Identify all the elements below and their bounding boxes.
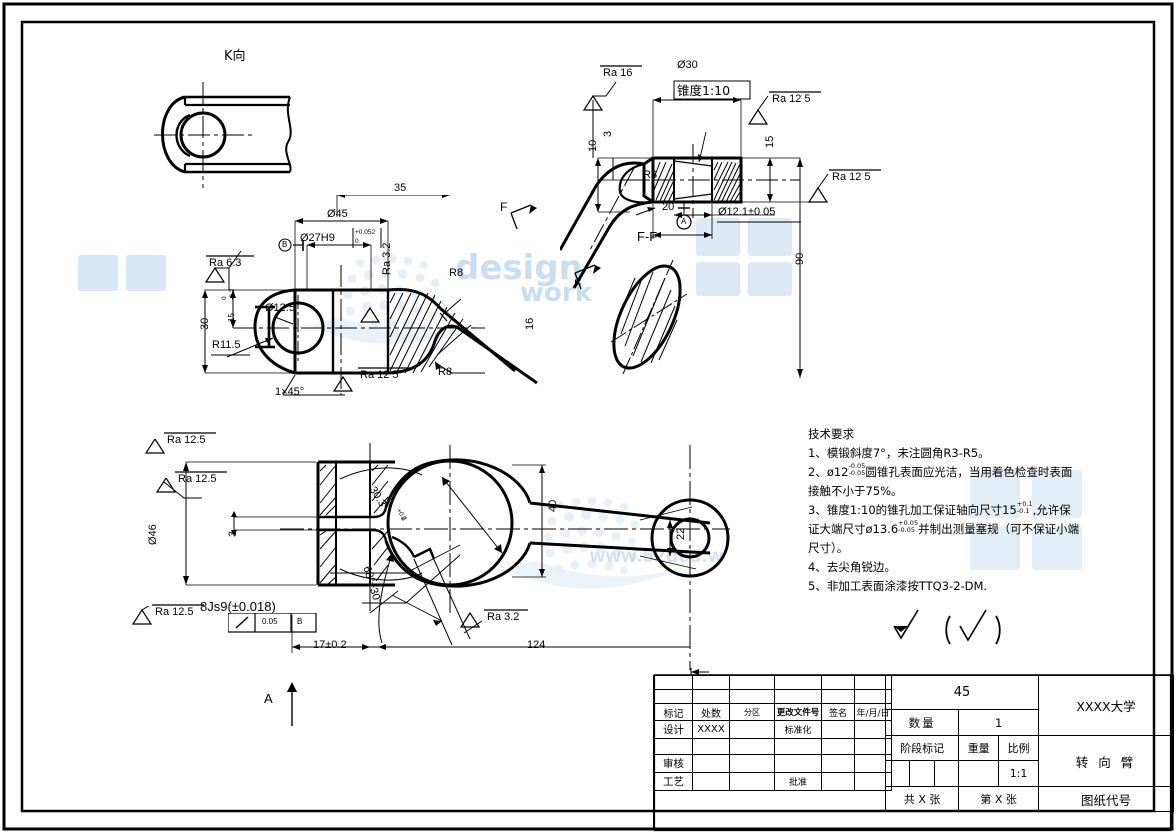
qty-label-cell: 数量 bbox=[884, 709, 960, 736]
ra125-right-label: Ra 12 5 bbox=[832, 171, 871, 183]
table-row: 阶段标记 重量 比例 转 向 臂 bbox=[884, 735, 1174, 787]
dia30-label: Ø30 bbox=[677, 59, 698, 71]
datum-a-top-label: A bbox=[681, 217, 687, 226]
drawing-code-cell: 图纸代号 bbox=[1038, 786, 1174, 812]
datum-b-label: B bbox=[282, 240, 288, 249]
ra16-label: Ra 16 bbox=[603, 67, 633, 79]
table-row: 数量 1 bbox=[884, 709, 1174, 736]
ra125-mid-label: Ra 12 5 bbox=[360, 369, 399, 381]
js9-label: 8Js9(±0.018) bbox=[200, 599, 276, 614]
d15tol-label: 15 bbox=[227, 313, 236, 322]
weight-label-cell: 重量 bbox=[958, 735, 1000, 761]
ra32-bv-label: Ra 3.2 bbox=[487, 611, 520, 623]
geometric-tolerance-frame bbox=[228, 613, 317, 633]
sheets-current-cell: 第 X 张 bbox=[958, 786, 1039, 812]
table-row bbox=[654, 675, 892, 690]
ra125-bv2-label: Ra 12.5 bbox=[178, 473, 217, 485]
dia121-label: Ø12.1±0 05 bbox=[718, 206, 776, 218]
k-view-label: K向 bbox=[224, 49, 246, 64]
stage-label-cell: 阶段标记 bbox=[884, 735, 960, 761]
d40-label: 40 bbox=[547, 499, 559, 512]
table-row: 审核 bbox=[654, 754, 892, 773]
table-row: 1:1 bbox=[884, 760, 1174, 787]
d30-label: 30 bbox=[199, 317, 211, 330]
title-block-outline bbox=[653, 668, 1173, 832]
req3-tol2: +0.05-0.05 bbox=[898, 519, 919, 534]
req3-tol1: +0.1-0.1 bbox=[1016, 500, 1033, 515]
org-cell: XXXX大学 bbox=[1038, 675, 1174, 736]
section-ff-view bbox=[610, 259, 688, 375]
table-row: 设计 XXXX 标准化 bbox=[654, 720, 892, 739]
d3-label: 3 bbox=[602, 130, 614, 137]
technical-requirements: 技术要求 1、模锻斜度7°，未注圆角R3-R5。 2、ø12-0.05-0.05… bbox=[808, 425, 1158, 596]
taper-label: 锥度1:10 bbox=[677, 83, 731, 98]
top-boss-section-view bbox=[560, 81, 829, 378]
table-row: 45 XXXX大学 bbox=[885, 675, 1174, 736]
main-title-block: 45 XXXX大学 数量 1 阶段标记 重量 比例 转 向 臂 1:1 共 X … bbox=[884, 675, 1174, 812]
req-heading: 技术要求 bbox=[808, 427, 854, 441]
r115-label: R11.5 bbox=[212, 339, 241, 351]
ra125-bv3-label: Ra 12.5 bbox=[155, 606, 194, 618]
dia27h9-label: Ø27H9 bbox=[300, 232, 335, 244]
dia46-label: Ø46 bbox=[147, 524, 159, 545]
view-arrow-a bbox=[287, 682, 297, 726]
dia27h9-lower-tol: 0 bbox=[355, 238, 359, 245]
gtol-datum: B bbox=[297, 617, 303, 626]
bottom-plan-view bbox=[183, 443, 730, 670]
dia27h9-upper-tol: +0.052 bbox=[355, 229, 376, 236]
sheets-total-cell: 共 X 张 bbox=[884, 786, 960, 812]
r8-top-label: R8 bbox=[643, 169, 658, 181]
d124-label: 124 bbox=[527, 639, 546, 651]
table-row: 共 X 张 第 X 张 图纸代号 bbox=[884, 786, 1174, 812]
d10-label: 10 bbox=[587, 139, 599, 152]
req-item-2: 2、ø12-0.05-0.05圆锥孔表面应光洁，当用着色检查时表面 bbox=[808, 462, 1073, 480]
section-marks-f bbox=[510, 204, 601, 290]
ra125-top-right-label: Ra 12 5 bbox=[772, 93, 811, 105]
d17-label: 17±0.2 bbox=[313, 639, 347, 651]
req-item-2-cont: 接触不小于75%。 bbox=[808, 484, 903, 498]
d15-label: 15 bbox=[764, 135, 776, 148]
dia45-label: Ø45 bbox=[327, 208, 348, 220]
ra32-mid-label: Ra 3.2 bbox=[381, 242, 393, 275]
d90-label: 90 bbox=[794, 252, 806, 265]
section-label-f2: F bbox=[574, 277, 582, 291]
chamfer-label: 1×45° bbox=[275, 386, 305, 398]
req-item-3-cont3: 尺寸）。 bbox=[808, 541, 849, 555]
material-cell: 45 bbox=[885, 675, 1039, 710]
dia125-label: Ø12.5 bbox=[265, 302, 295, 314]
table-row: 工艺 批准 bbox=[654, 772, 892, 791]
req-item-4: 4、去尖角锐边。 bbox=[808, 560, 896, 574]
part-name-cell: 转 向 臂 bbox=[1038, 735, 1174, 787]
general-surface-finish-note bbox=[893, 609, 1001, 645]
req-item-5: 5、非加工表面涂漆按TTQ3-2-DM. bbox=[808, 579, 988, 593]
scale-value-cell: 1:1 bbox=[998, 760, 1039, 787]
req2-tol: -0.05-0.05 bbox=[848, 462, 866, 477]
r8-lower-label: R8 bbox=[438, 366, 453, 378]
req-item-3: 3、锥度1:10的锥孔加工保证轴向尺寸15+0.1-0.1,允许保 bbox=[808, 500, 1071, 518]
ra63-label: Ra 6.3 bbox=[209, 257, 242, 269]
gtol-value: 0.05 bbox=[262, 617, 278, 626]
d35-label: 35 bbox=[394, 182, 407, 194]
section-ff-label: F-F bbox=[637, 229, 658, 244]
main-section-view bbox=[202, 195, 538, 396]
r8-mid-label: R8 bbox=[449, 267, 464, 279]
d20-label: 20 bbox=[662, 201, 675, 213]
k-direction-view bbox=[154, 82, 292, 188]
revision-table: 标记 处数 分区 更改文件号 签名 年/月/日 设计 XXXX 标准化 审核 bbox=[654, 675, 892, 791]
view-label-a: A bbox=[264, 691, 273, 706]
row2-c0: 审核 bbox=[654, 754, 693, 773]
d22-label: 22 bbox=[675, 527, 687, 540]
req-item-1: 1、模锻斜度7°，未注圆角R3-R5。 bbox=[808, 446, 990, 460]
section-label-f1: F bbox=[500, 200, 508, 214]
d15tol-upper: 0 bbox=[221, 296, 228, 300]
d3-bottom-label: 3 bbox=[227, 530, 239, 537]
ra125-bv1-label: Ra 12.5 bbox=[167, 434, 206, 446]
d15tol-lower: -0.2 bbox=[229, 288, 236, 300]
